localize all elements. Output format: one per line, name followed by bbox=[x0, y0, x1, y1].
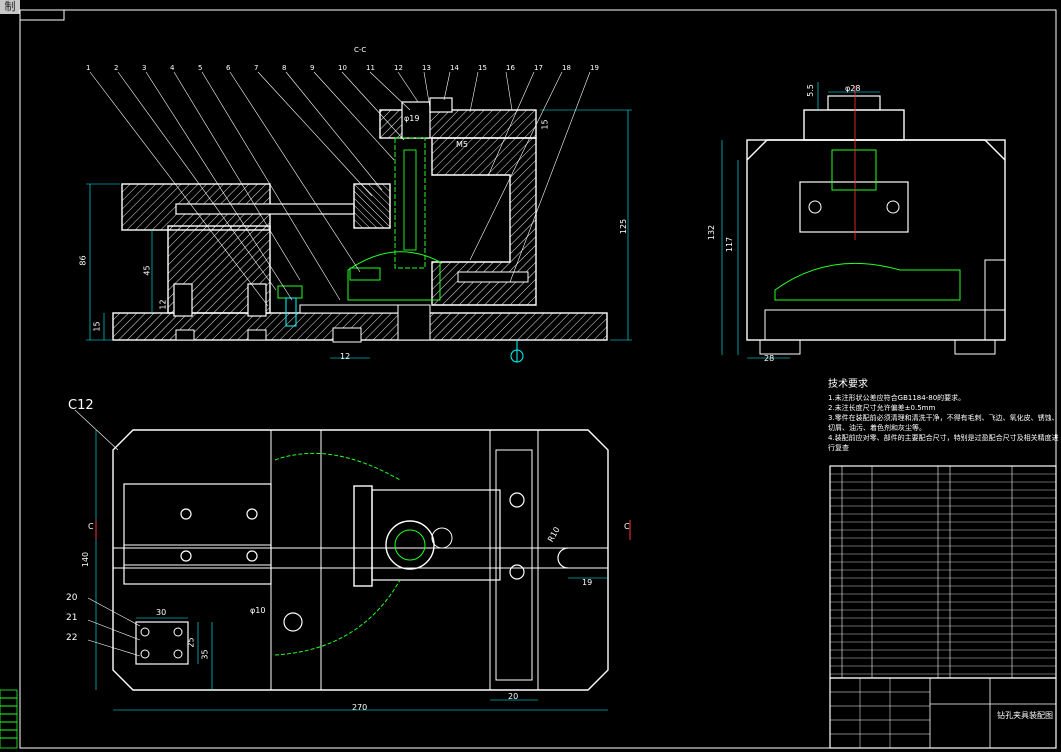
section-mark-right: C bbox=[624, 522, 630, 531]
front-section-view bbox=[86, 71, 632, 363]
note-line-3: 3.零件在装配前必须清理和清洗干净，不得有毛刺、飞边、氧化皮、锈蚀、切屑、油污、… bbox=[828, 414, 1059, 432]
sheet-corner-box bbox=[19, 9, 65, 21]
section-mark-left: C bbox=[88, 522, 94, 531]
part-number-label: 17 bbox=[534, 64, 543, 72]
part-number-label: 16 bbox=[506, 64, 515, 72]
dim-19: 19 bbox=[582, 578, 593, 587]
side-view bbox=[721, 82, 1006, 359]
dim-86: 86 bbox=[78, 255, 88, 266]
dim-m5: M5 bbox=[456, 140, 468, 149]
part-number-label: 14 bbox=[450, 64, 459, 72]
title-block-name: 钻孔夹具装配图 bbox=[997, 711, 1053, 720]
part-number-label: 21 bbox=[66, 613, 77, 623]
dim-117: 117 bbox=[725, 236, 735, 253]
dim-15: 15 bbox=[92, 321, 102, 332]
part-number-label: 3 bbox=[142, 64, 146, 72]
section-label: C-C bbox=[354, 46, 367, 54]
part-number-label: 5 bbox=[198, 64, 202, 72]
part-number-label: 10 bbox=[338, 64, 347, 72]
dim-30: 30 bbox=[156, 608, 167, 617]
plan-view bbox=[74, 409, 631, 711]
part-number-label: 2 bbox=[114, 64, 118, 72]
dim-hole-12: 12 bbox=[340, 352, 351, 361]
part-number-label: 13 bbox=[422, 64, 431, 72]
dim-270: 270 bbox=[352, 703, 368, 712]
dim-20: 20 bbox=[508, 692, 519, 701]
part-number-label: 20 bbox=[66, 593, 78, 603]
part-number-label: 19 bbox=[590, 64, 599, 72]
part-number-label: 15 bbox=[478, 64, 487, 72]
dim-5-5: 5.5 bbox=[805, 84, 815, 97]
dim-35: 35 bbox=[200, 649, 210, 660]
part-number-label: 4 bbox=[170, 64, 175, 72]
part-number-label: 1 bbox=[86, 64, 90, 72]
note-line-4: 4.装配前应对零、部件的主要配合尺寸，特别是过盈配合尺寸及相关精度进行复查 bbox=[828, 434, 1059, 452]
note-line-1: 1.未注形状公差应符合GB1184-80的要求。 bbox=[828, 394, 966, 402]
title-block bbox=[829, 677, 1057, 749]
part-number-label: 22 bbox=[66, 633, 77, 643]
part-number-label: 12 bbox=[394, 64, 403, 72]
part-number-label: 7 bbox=[254, 64, 258, 72]
dim-25: 25 bbox=[186, 637, 196, 648]
dim-phi19: φ19 bbox=[404, 114, 420, 123]
dim-125: 125 bbox=[619, 218, 629, 235]
technical-requirements: 技术要求 1.未注形状公差应符合GB1184-80的要求。 2.未注长度尺寸允许… bbox=[828, 375, 1060, 453]
dim-140: 140 bbox=[81, 551, 91, 568]
dim-phi28: φ28 bbox=[845, 84, 861, 93]
dim-12: 12 bbox=[158, 299, 168, 310]
dim-132: 132 bbox=[707, 224, 717, 241]
left-layer-tabs bbox=[0, 689, 18, 749]
detail-label: C12 bbox=[68, 398, 94, 413]
notes-title: 技术要求 bbox=[828, 379, 868, 390]
dim-45: 45 bbox=[142, 265, 152, 276]
bill-of-materials bbox=[829, 465, 1057, 679]
note-line-2: 2.未注长度尺寸允许偏差±0.5mm bbox=[828, 404, 936, 412]
part-number-label: 18 bbox=[562, 64, 571, 72]
dim-slot-15: 15 bbox=[540, 119, 550, 130]
dim-phi10: φ10 bbox=[250, 606, 266, 615]
part-number-label: 6 bbox=[226, 64, 231, 72]
sheet-border bbox=[19, 9, 1057, 749]
part-number-label: 8 bbox=[282, 64, 286, 72]
part-number-label: 9 bbox=[310, 64, 314, 72]
dim-28: 28 bbox=[764, 354, 775, 363]
part-number-label: 11 bbox=[366, 64, 375, 72]
window-tab[interactable]: 制 bbox=[0, 0, 20, 14]
